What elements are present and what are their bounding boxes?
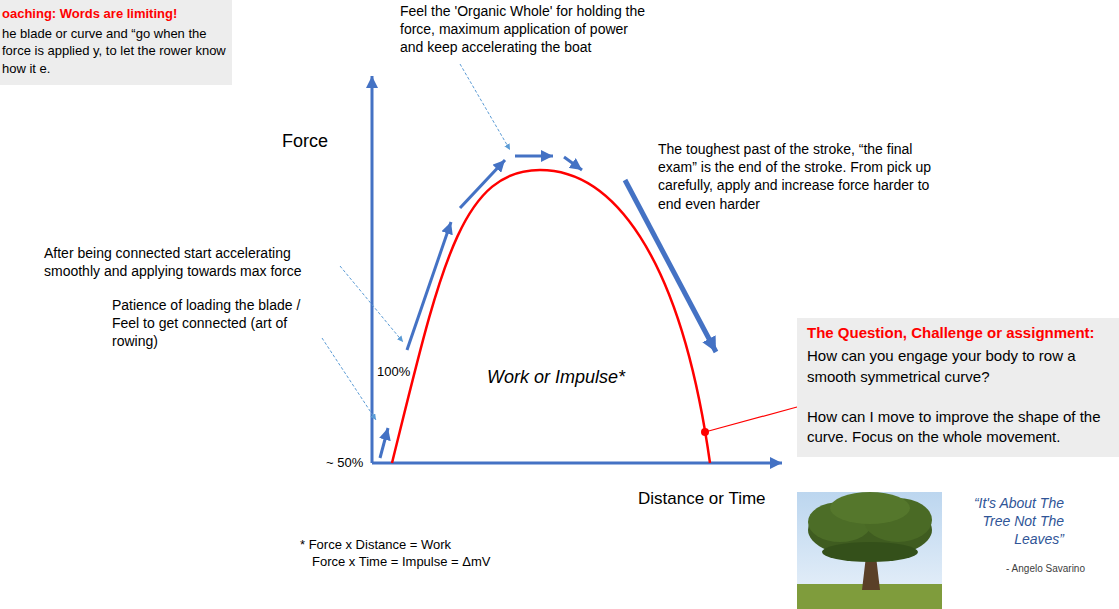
quote: “It's About The Tree Not The Leaves” bbox=[950, 494, 1064, 549]
tree-canopy bbox=[830, 492, 910, 524]
leader-line bbox=[322, 338, 376, 420]
percent-mark: ~ 50% bbox=[326, 455, 363, 472]
footnote: Force x Time = Impulse = ΔmV bbox=[312, 554, 490, 571]
callout-text: The toughest past of the stroke, “the fi… bbox=[658, 140, 940, 213]
axis-label: Distance or Time bbox=[638, 488, 766, 510]
leader-line bbox=[460, 64, 510, 150]
pointer-dot bbox=[701, 428, 709, 436]
distance-axis bbox=[372, 462, 782, 465]
tree-picture bbox=[797, 492, 942, 609]
note-heading: oaching: Words are limiting! bbox=[2, 5, 228, 23]
direction-arrow bbox=[407, 222, 451, 350]
coaching-note-box: oaching: Words are limiting! he blade or … bbox=[0, 0, 232, 85]
pointer-line bbox=[705, 407, 797, 432]
area-label: Work or Impulse* bbox=[487, 366, 625, 389]
callout-text: Feel the 'Organic Whole' for holding the… bbox=[400, 2, 650, 57]
direction-arrow bbox=[380, 428, 388, 458]
percent-mark: 100% bbox=[377, 364, 410, 381]
tree-canopy bbox=[822, 542, 918, 562]
force-curve bbox=[392, 170, 710, 463]
quote-author: - Angelo Savarino bbox=[985, 562, 1085, 575]
footnote: * Force x Distance = Work bbox=[300, 537, 451, 554]
force-axis bbox=[371, 76, 374, 463]
question-text: How can I move to improve the shape of t… bbox=[807, 407, 1111, 448]
note-body: he blade or curve and “go when the force… bbox=[2, 25, 228, 78]
callout-text: Patience of loading the blade / Feel to … bbox=[112, 296, 317, 351]
question-heading: The Question, Challenge or assignment: bbox=[807, 323, 1111, 343]
direction-arrow bbox=[515, 155, 553, 158]
callout-text: After being connected start accelerating… bbox=[44, 244, 336, 280]
sky bbox=[797, 492, 942, 609]
leader-line bbox=[340, 266, 403, 342]
direction-arrow bbox=[564, 157, 582, 170]
direction-arrow bbox=[460, 160, 505, 208]
question-text: How can you engage your body to row a sm… bbox=[807, 346, 1111, 387]
question-box: The Question, Challenge or assignment: Ho… bbox=[797, 318, 1119, 457]
axis-label: Force bbox=[282, 130, 328, 153]
